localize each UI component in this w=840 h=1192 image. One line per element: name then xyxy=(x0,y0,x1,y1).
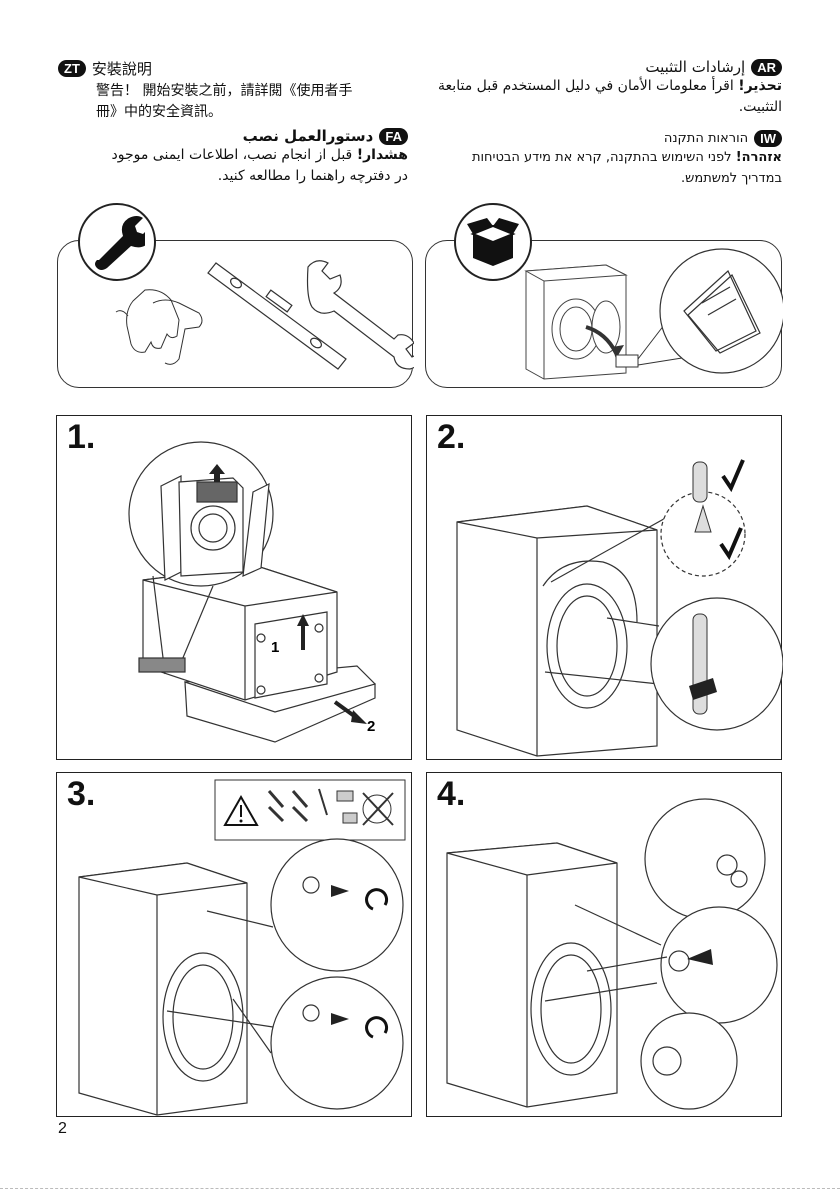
step1-callout-lift: 1 xyxy=(271,639,279,656)
lang-title-iw: הוראות התקנה xyxy=(663,131,749,146)
lang-text-zt: 警告！ 開始安裝之前，請詳閱《使用者手冊》中的安全資訊。 xyxy=(96,83,353,120)
step-2-illustration xyxy=(456,459,783,757)
step-number: 3. xyxy=(67,775,96,813)
lang-badge-zt: ZT xyxy=(58,60,86,77)
warning-triangle-icon xyxy=(223,794,259,826)
lang-block-iw: IW הוראות התקנה אזהרה! לפני השימוש בהתקנ… xyxy=(428,130,782,189)
bottom-rule xyxy=(0,1188,840,1190)
lang-badge-iw: IW xyxy=(754,130,782,147)
step-3-panel: 3. xyxy=(56,772,412,1117)
step-number: 4. xyxy=(437,775,466,813)
step-4-illustration xyxy=(446,798,778,1110)
wrench-icon xyxy=(78,203,156,281)
hose-illustration xyxy=(692,461,708,715)
page-number: 2 xyxy=(58,1120,67,1137)
step-2-panel: 2. xyxy=(426,415,783,760)
manual-zoom-circle xyxy=(659,248,785,374)
lang-text-ar: اقرأ معلومات الأمان في دليل المستخدم قبل… xyxy=(438,78,782,115)
lang-title-fa: دستورالعمل نصب xyxy=(242,127,374,145)
unbox-panel xyxy=(425,203,785,388)
lang-title-zt: 安裝說明 xyxy=(91,60,152,78)
step-number: 1. xyxy=(67,418,96,456)
lang-text-iw: לפני השימוש בהתקנה, קרא את מידע הבטיחות … xyxy=(471,150,782,186)
checkmark-icon xyxy=(719,459,745,561)
step-1-illustration: 1 2 xyxy=(128,441,377,743)
lang-text-fa: قبل از انجام نصب، اطلاعات ایمنی موجود در… xyxy=(111,147,409,184)
lang-warning-iw: אזהרה! xyxy=(735,150,782,165)
lang-badge-fa: FA xyxy=(379,127,408,145)
tools-illustration xyxy=(115,260,422,370)
step-number: 2. xyxy=(437,418,466,456)
gloves-illustration xyxy=(115,289,203,365)
step-3-illustration xyxy=(78,779,406,1116)
lang-badge-ar: AR xyxy=(751,58,782,76)
lang-block-fa: FA دستورالعمل نصب هشدار! قبل از انجام نص… xyxy=(96,127,408,187)
lang-title-ar: إرشادات التثبيت xyxy=(645,58,746,76)
washer-front-illustration xyxy=(524,264,628,380)
tools-panel xyxy=(57,203,422,388)
open-box-icon xyxy=(454,203,532,281)
lang-warning-ar: تحذير! xyxy=(738,78,782,94)
step-4-panel: 4. xyxy=(426,772,782,1117)
spirit-level-illustration xyxy=(207,262,347,370)
lang-warning-fa: هشدار! xyxy=(356,147,408,163)
lang-block-zt: ZT 安裝說明 警告！ 開始安裝之前，請詳閱《使用者手冊》中的安全資訊。 xyxy=(58,58,368,123)
lang-block-ar: AR إرشادات التثبيت تحذير! اقرأ معلومات ا… xyxy=(432,58,782,118)
step1-callout-slide: 2 xyxy=(367,718,375,735)
unbox-illustration xyxy=(524,248,785,380)
step-1-panel: 1. 1 2 xyxy=(56,415,412,760)
